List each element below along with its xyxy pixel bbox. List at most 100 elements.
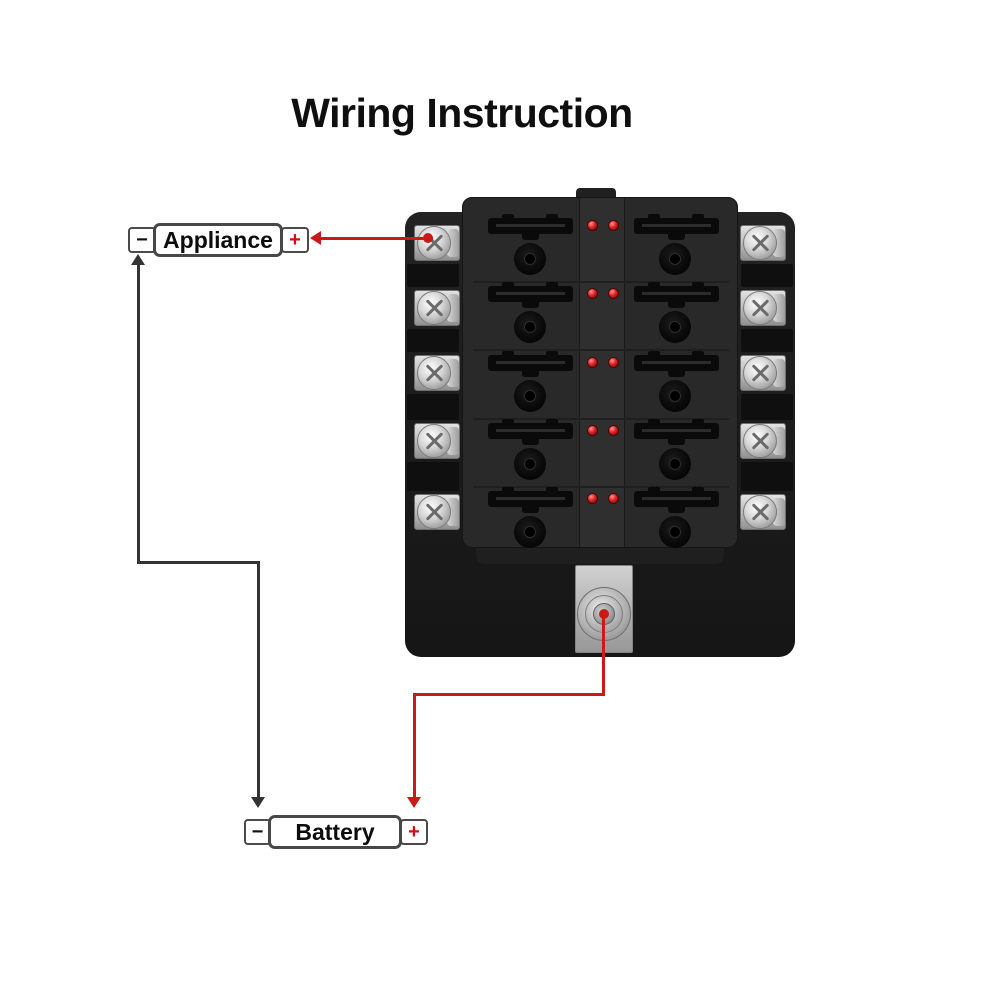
fuse-row xyxy=(463,487,739,553)
screw-post xyxy=(773,498,785,526)
page-title: Wiring Instruction xyxy=(291,90,633,136)
screw-terminal xyxy=(740,353,790,393)
fuse-row xyxy=(463,418,739,485)
fuse-slot-nub xyxy=(546,418,558,424)
fuse-slot-nub xyxy=(502,418,514,424)
battery-label: Battery xyxy=(268,815,402,849)
fuse-slot-nub xyxy=(692,350,704,356)
screw-head-icon xyxy=(743,356,777,390)
fuse-row xyxy=(463,282,739,348)
led-indicator xyxy=(608,356,619,368)
fuse-slot-nub xyxy=(692,487,704,492)
screw-post xyxy=(447,294,459,322)
fuse-slot xyxy=(634,418,719,445)
led-indicator xyxy=(608,493,619,504)
fuse-slot-nub xyxy=(648,214,660,219)
screw-head-icon xyxy=(417,226,451,260)
screw-post xyxy=(447,427,459,455)
screw-post xyxy=(447,229,459,257)
fuse-slot xyxy=(634,214,719,240)
led-center-strip xyxy=(579,198,625,547)
negative-wire-segment xyxy=(257,561,260,797)
screw-head-icon xyxy=(743,291,777,325)
negative-wire-segment xyxy=(137,561,260,564)
fuse-hole xyxy=(659,379,691,412)
flange-groove xyxy=(741,394,793,420)
fuse-slot-nub xyxy=(546,282,558,288)
positive-wire-segment xyxy=(320,237,433,240)
fuse-box-bottom-lip xyxy=(476,548,724,564)
fuse-slot-nub xyxy=(546,487,558,492)
screw-terminal xyxy=(414,288,464,328)
appliance-label: Appliance xyxy=(153,223,283,257)
screw-terminal xyxy=(740,288,790,328)
screw-post xyxy=(447,498,459,526)
fuse-slot xyxy=(634,487,719,513)
positive-wire-segment xyxy=(413,693,416,797)
led-indicator xyxy=(587,424,598,436)
positive-wire-arrow-to-appliance xyxy=(310,231,321,245)
screw-head-icon xyxy=(743,495,777,529)
fuse-slot-nub xyxy=(546,214,558,219)
screw-head-icon xyxy=(417,424,451,458)
fuse-row xyxy=(463,214,739,280)
fuse-slot-nub xyxy=(502,214,514,219)
positive-wire-arrow-to-battery xyxy=(407,797,421,808)
flange-groove xyxy=(407,329,459,352)
led-indicator xyxy=(608,424,619,436)
appliance-plus-terminal: + xyxy=(281,227,309,253)
fuse-hole xyxy=(514,516,546,548)
fuse-slot-nub xyxy=(546,350,558,356)
screw-terminal xyxy=(740,223,790,263)
fuse-hole xyxy=(514,447,546,480)
led-indicator xyxy=(608,288,619,300)
fuse-row xyxy=(463,350,739,417)
body-seam xyxy=(473,417,729,420)
led-indicator xyxy=(587,493,598,504)
fuse-slot xyxy=(488,350,573,377)
negative-wire-arrow-to-battery xyxy=(251,797,265,808)
fuse-slot-nub xyxy=(502,282,514,288)
negative-wire-segment xyxy=(137,263,140,564)
led-indicator xyxy=(587,356,598,368)
fuse-hole xyxy=(514,311,546,344)
fuse-slot-nub xyxy=(502,350,514,356)
fuse-slot-nub xyxy=(502,487,514,492)
fuse-slot-nub xyxy=(648,350,660,356)
fuse-hole xyxy=(659,516,691,548)
fuse-slot xyxy=(634,282,719,309)
fuse-slot-nub xyxy=(692,214,704,219)
screw-post xyxy=(773,427,785,455)
flange-groove xyxy=(741,329,793,352)
positive-wire-stud-dot xyxy=(599,609,609,619)
appliance-minus-terminal: − xyxy=(128,227,156,253)
fuse-slot-nub xyxy=(648,487,660,492)
screw-post xyxy=(773,229,785,257)
fuse-box-body xyxy=(462,197,738,548)
screw-terminal xyxy=(414,421,464,461)
screw-terminal xyxy=(414,492,464,532)
led-indicator xyxy=(587,220,598,231)
battery-minus-terminal: − xyxy=(244,819,271,845)
flange-groove xyxy=(407,462,459,491)
flange-groove xyxy=(741,462,793,491)
flange-groove xyxy=(407,264,459,287)
screw-head-icon xyxy=(417,495,451,529)
screw-terminal xyxy=(740,421,790,461)
flange-groove xyxy=(741,264,793,287)
screw-post xyxy=(447,359,459,387)
screw-head-icon xyxy=(417,291,451,325)
positive-wire-segment xyxy=(602,616,605,696)
fuse-slot xyxy=(488,418,573,445)
fuse-slot-nub xyxy=(648,418,660,424)
body-seam xyxy=(473,485,729,488)
fuse-slot xyxy=(488,487,573,513)
screw-head-icon xyxy=(743,424,777,458)
screw-post xyxy=(773,359,785,387)
positive-wire-terminal-dot xyxy=(423,233,433,243)
screw-head-icon xyxy=(417,356,451,390)
screw-post xyxy=(773,294,785,322)
positive-wire-segment xyxy=(413,693,605,696)
fuse-hole xyxy=(659,243,691,275)
